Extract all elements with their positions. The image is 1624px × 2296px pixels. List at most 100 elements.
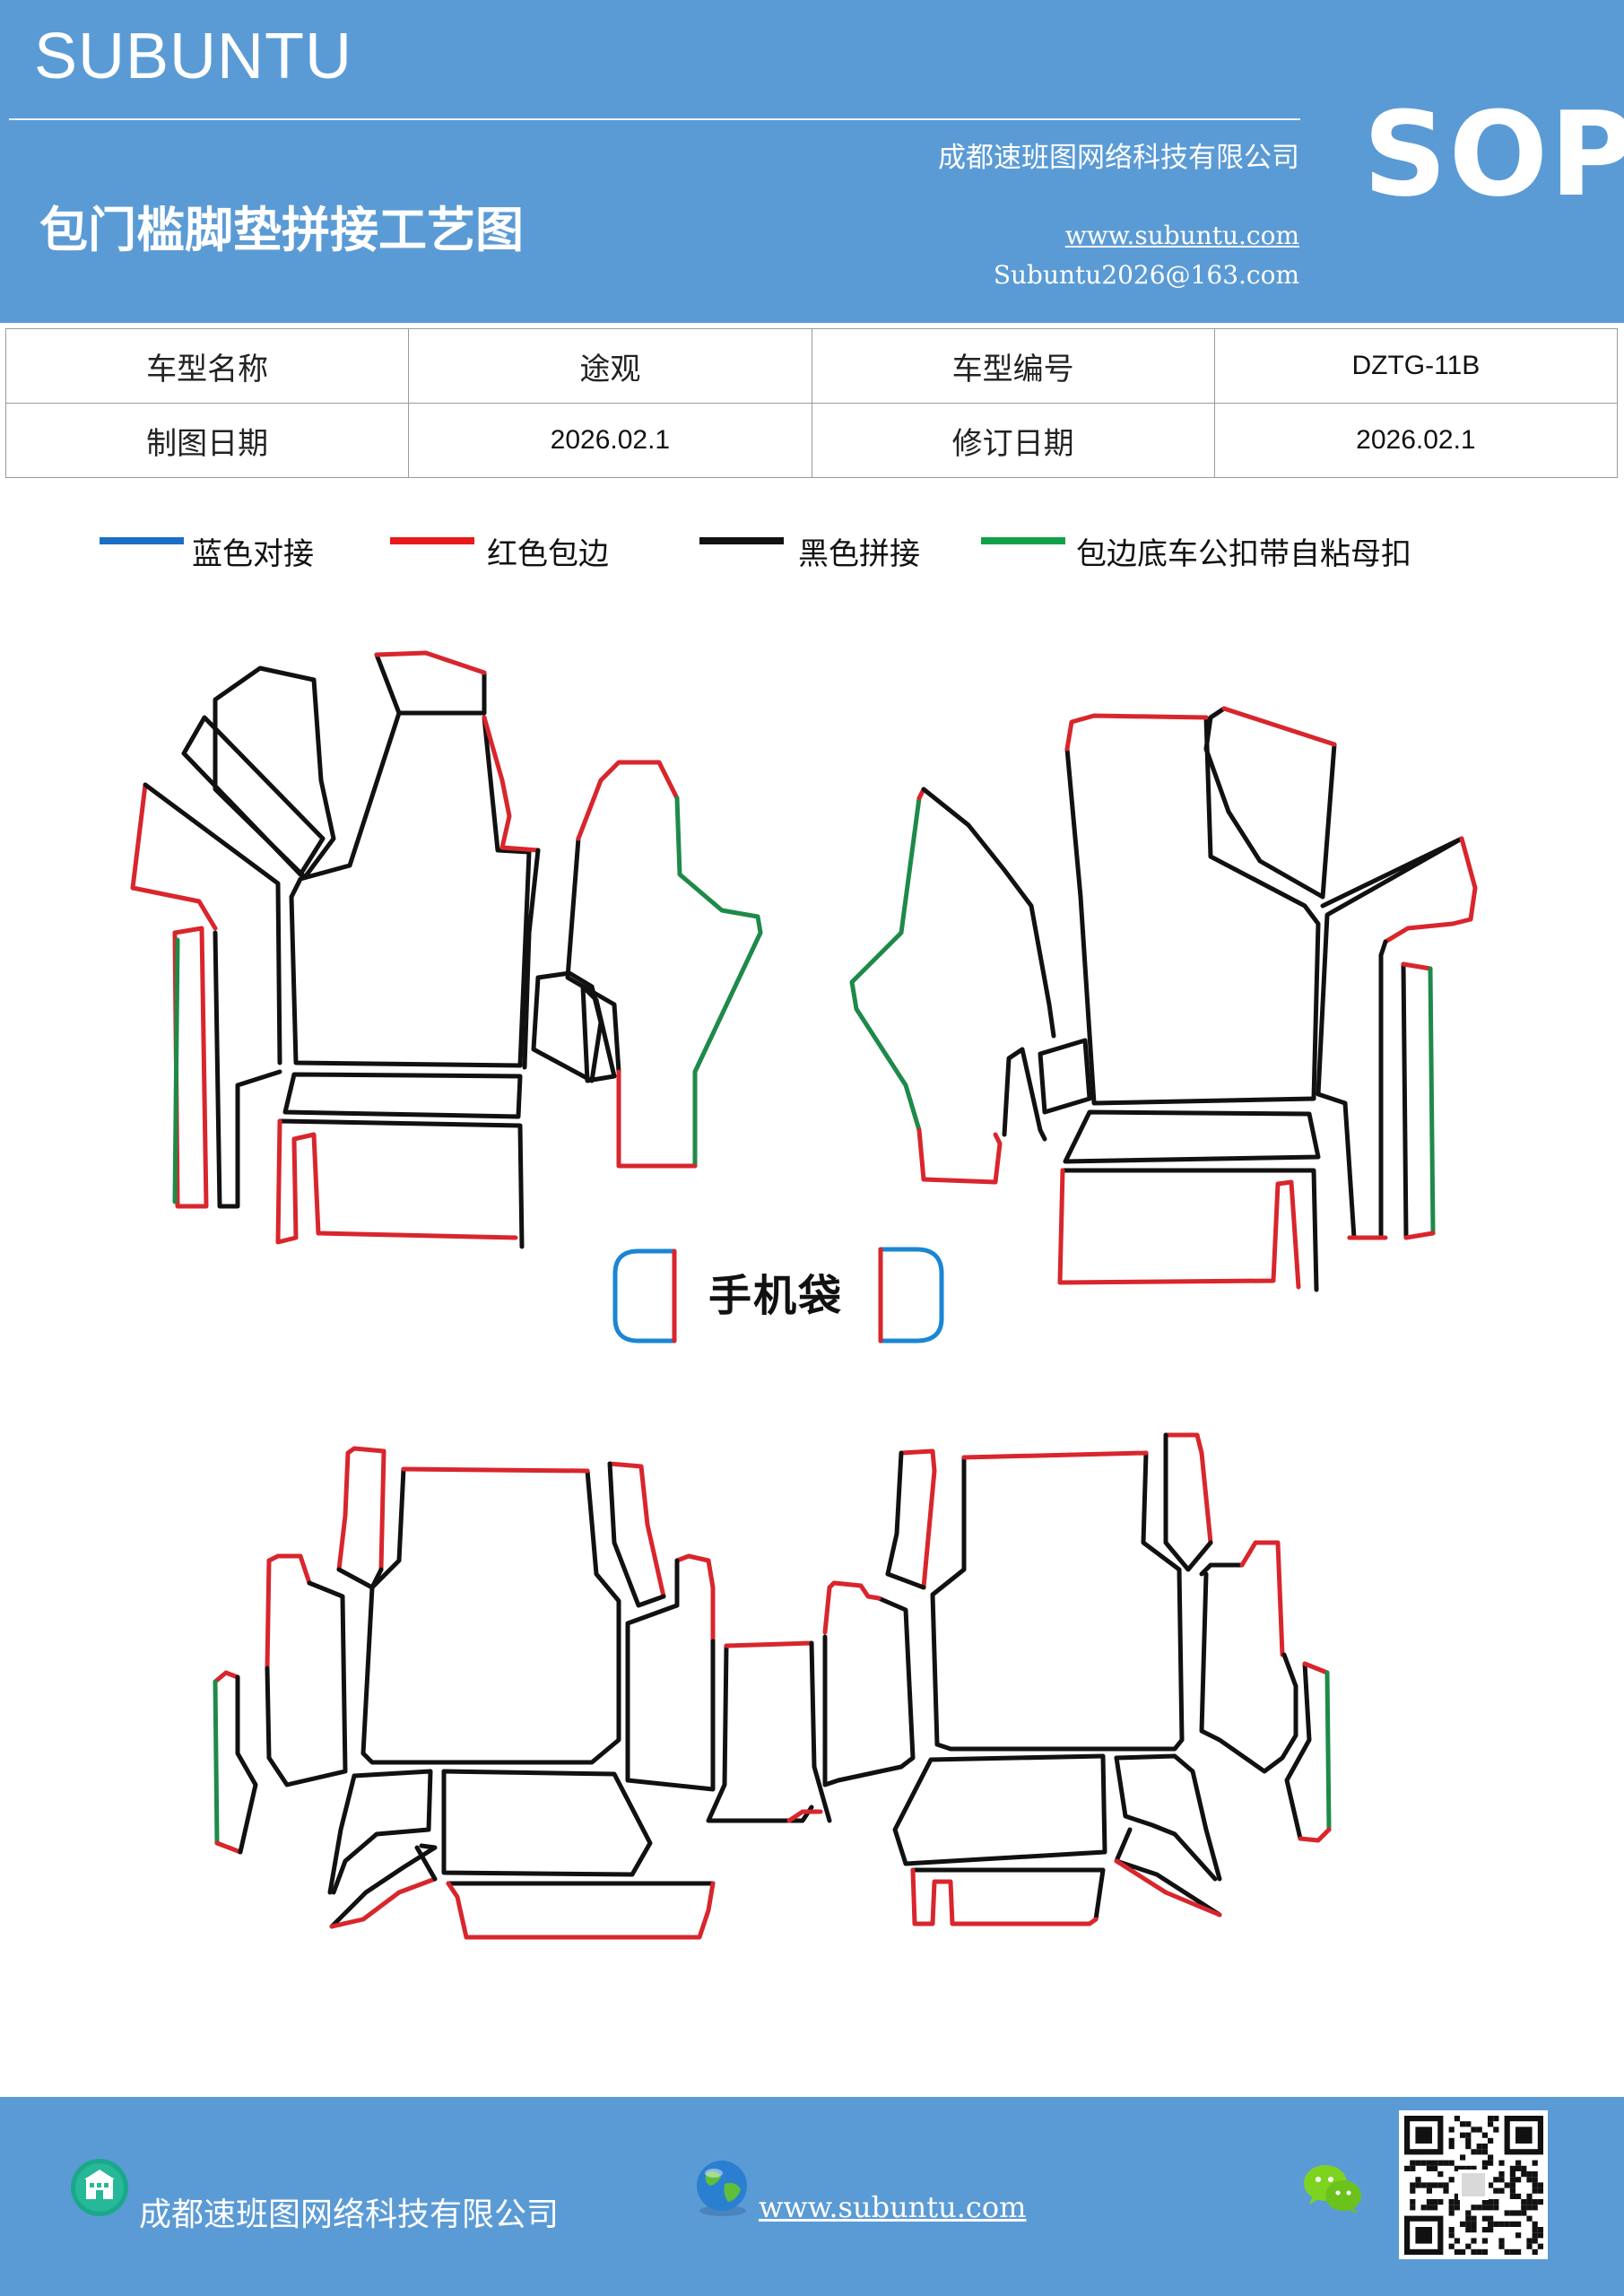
pattern-piece	[1063, 1109, 1321, 1164]
legend-label-blue: 蓝色对接	[192, 536, 314, 572]
pattern-piece	[1002, 1047, 1047, 1142]
pattern-piece	[930, 1450, 1185, 1752]
pattern-piece	[329, 1843, 438, 1929]
pattern-piece	[374, 650, 487, 675]
pattern-piece	[1347, 939, 1388, 1240]
pattern-piece	[214, 1840, 243, 1855]
pattern-piece	[331, 1769, 433, 1895]
footer-website-link[interactable]: www.subuntu.com	[759, 2190, 1027, 2224]
pattern-piece	[235, 1674, 258, 1855]
pattern-piece	[401, 1466, 590, 1474]
top-left-mat-group	[130, 650, 763, 1249]
pattern-piece	[414, 1845, 438, 1882]
revise-date-value: 2026.02.1	[1213, 403, 1619, 478]
pattern-piece	[899, 1448, 937, 1590]
legend-line-green	[981, 537, 1065, 544]
model-code-label: 车型编号	[811, 328, 1215, 404]
pattern-piece	[892, 1753, 1107, 1866]
model-name-label: 车型名称	[4, 328, 410, 404]
pattern-piece	[786, 1809, 823, 1823]
header-divider	[9, 118, 1300, 120]
pattern-piece	[674, 796, 763, 935]
pattern-piece	[1199, 1571, 1298, 1774]
pattern-piece	[1060, 1168, 1319, 1292]
pattern-piece	[265, 1580, 348, 1787]
bottom-left-mat-group	[213, 1446, 832, 1940]
phone-pouch-left	[612, 1248, 677, 1344]
email-address: Subuntu2026@163.com	[993, 260, 1299, 290]
pattern-piece	[1428, 966, 1436, 1236]
pattern-piece	[1064, 713, 1209, 752]
pattern-piece	[921, 787, 1056, 1039]
brand-name: SUBUNTU	[34, 21, 353, 92]
legend-line-blue	[100, 537, 184, 544]
pattern-piece	[329, 1876, 438, 1929]
pattern-piece	[910, 1867, 1106, 1922]
vehicle-info-table: 车型名称 途观 车型编号 DZTG-11B 制图日期 2026.02.1 修订日…	[4, 328, 1619, 478]
pattern-piece	[482, 715, 541, 853]
pattern-piece	[1199, 1562, 1245, 1577]
pattern-piece	[360, 1466, 621, 1765]
pattern-piece	[143, 782, 282, 1065]
pattern-piece	[674, 1553, 716, 1644]
pattern-piece	[1163, 1432, 1213, 1572]
pattern-piece	[336, 1450, 351, 1572]
pattern-piece	[282, 1072, 523, 1119]
pattern-piece	[885, 1450, 926, 1590]
pattern-piece	[607, 1461, 666, 1608]
mat-pattern-diagram	[130, 650, 1478, 1940]
pattern-piece	[277, 1118, 525, 1249]
pattern-piece	[692, 930, 763, 1169]
pattern-piece	[827, 1580, 881, 1601]
table-row: 制图日期 2026.02.1 修订日期 2026.02.1	[4, 403, 1619, 478]
pattern-piece	[327, 1773, 357, 1895]
pattern-piece	[625, 1558, 716, 1792]
pattern-piece	[1401, 961, 1433, 971]
pattern-piece	[213, 1679, 220, 1846]
pattern-piece	[1057, 1168, 1301, 1290]
pattern-piece	[1064, 715, 1321, 1106]
revise-date-label: 修订日期	[811, 403, 1215, 478]
pattern-piece	[1114, 1755, 1218, 1882]
legend-line-red	[390, 537, 474, 544]
pattern-piece	[1203, 706, 1337, 900]
pattern-piece	[522, 848, 541, 1070]
globe-icon	[690, 2157, 753, 2220]
pattern-piece	[1383, 836, 1478, 944]
phone-pouch-label: 手机袋	[708, 1271, 844, 1321]
pattern-piece	[916, 1127, 1003, 1185]
pattern-piece	[724, 1640, 814, 1648]
pattern-piece	[576, 760, 680, 841]
pattern-piece	[1038, 1038, 1092, 1115]
pattern-piece	[1316, 836, 1464, 1240]
pattern-piece	[1221, 706, 1337, 747]
pattern-piece	[265, 1558, 272, 1671]
pattern-piece	[172, 926, 209, 1209]
table-row: 车型名称 途观 车型编号 DZTG-11B	[4, 328, 1619, 404]
legend-label-black: 黑色拼接	[798, 536, 920, 572]
pattern-piece	[910, 1867, 1099, 1926]
pattern-piece	[607, 1461, 666, 1599]
draw-date-value: 2026.02.1	[408, 403, 812, 478]
pattern-piece	[446, 1881, 716, 1940]
bottom-right-mat-group	[822, 1432, 1332, 1926]
sop-badge: SOP	[1363, 86, 1624, 222]
wechat-icon	[1302, 2161, 1365, 2217]
building-icon	[70, 2158, 129, 2217]
website-link[interactable]: www.subuntu.com	[1064, 221, 1299, 250]
pattern-piece	[1324, 1670, 1332, 1832]
footer-company-name: 成都速班图网络科技有限公司	[139, 2196, 560, 2233]
pattern-piece	[441, 1769, 653, 1877]
pattern-piece	[1298, 1827, 1332, 1843]
pattern-piece	[849, 796, 922, 1133]
pattern-piece	[1401, 961, 1409, 1240]
pattern-piece	[961, 1450, 1149, 1460]
qr-code	[1399, 2110, 1548, 2259]
pattern-piece	[172, 937, 180, 1205]
pattern-piece	[1114, 1858, 1222, 1918]
model-name-value: 途观	[408, 328, 812, 404]
pattern-piece	[706, 1643, 814, 1823]
pattern-piece	[822, 1585, 832, 1635]
pattern-piece	[181, 715, 326, 877]
pattern-piece	[266, 1553, 312, 1586]
